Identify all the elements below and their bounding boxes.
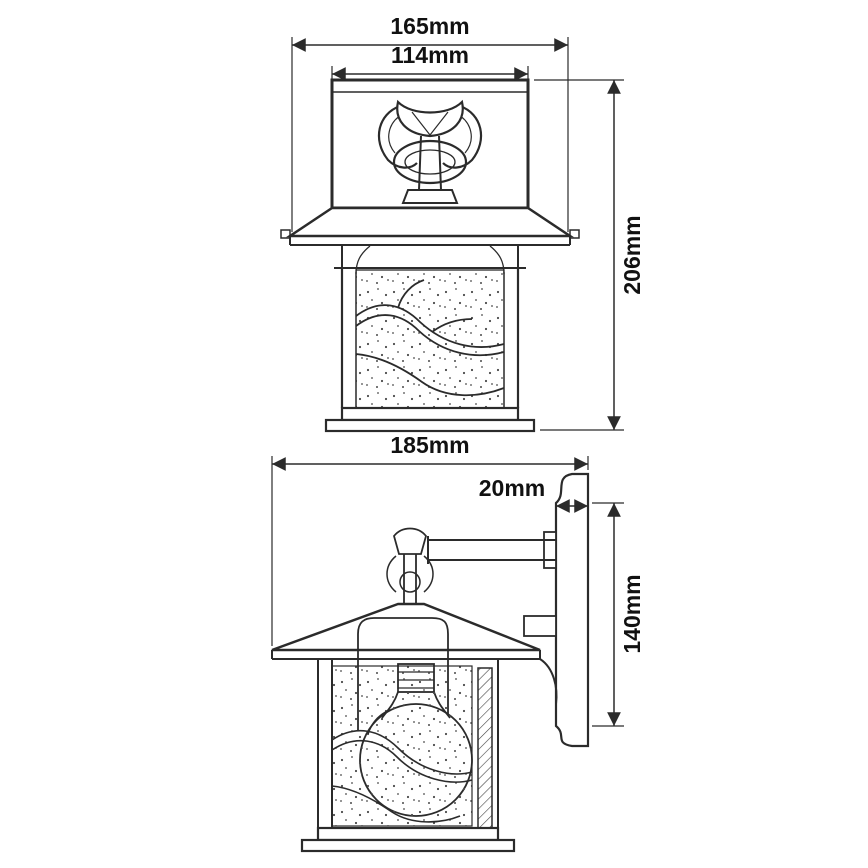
finial-stem xyxy=(418,135,442,191)
side-seeded-glass xyxy=(331,665,473,827)
dim-114-label: 114mm xyxy=(391,42,469,68)
front-roof-fascia xyxy=(289,236,571,246)
finial-leaves xyxy=(378,104,482,169)
finial-cup xyxy=(396,99,464,138)
dim-140-label: 140mm xyxy=(619,574,645,653)
side-socket-housing xyxy=(357,617,449,730)
side-dim-depth: 185mm xyxy=(271,432,589,646)
side-view: 185mm 20mm 140mm xyxy=(271,432,645,853)
side-finial-leaves xyxy=(386,555,434,593)
front-dim-height: 206mm xyxy=(534,79,645,431)
dim-206-extension-lines xyxy=(534,79,624,431)
front-roof xyxy=(285,206,575,238)
front-cap-box xyxy=(330,78,530,210)
front-finial-ornament xyxy=(378,99,482,204)
side-view-fixture xyxy=(271,472,590,853)
front-base-plinth xyxy=(324,418,536,433)
side-roof-to-plate-curve xyxy=(539,658,558,705)
side-backplate xyxy=(554,472,590,748)
side-branch-motif xyxy=(331,709,473,823)
front-body-outer-frame xyxy=(340,268,520,408)
dim-185-label: 185mm xyxy=(390,432,469,458)
finial-ring-outer xyxy=(392,139,468,185)
front-upper-band xyxy=(334,245,526,269)
side-base-plinth xyxy=(300,838,516,853)
side-finial-cup xyxy=(393,527,427,555)
side-backplate-boss xyxy=(523,615,557,637)
front-base-band xyxy=(340,406,520,422)
front-roof-clip-right xyxy=(569,229,580,239)
dim-185-extension-lines xyxy=(271,456,589,646)
finial-ring-inner xyxy=(404,149,456,175)
dim-165-extension-lines xyxy=(291,37,569,232)
side-arm-mount-block xyxy=(543,531,557,569)
side-roof xyxy=(271,602,541,652)
side-base-band xyxy=(316,826,500,842)
dim-114-extension-lines xyxy=(331,66,529,80)
side-finial xyxy=(386,527,434,604)
side-arm xyxy=(427,536,556,564)
finial-cup-facets xyxy=(411,111,449,136)
front-dim-width-overall: 165mm xyxy=(291,13,569,232)
front-dim-width-top: 114mm xyxy=(331,42,529,81)
dim-20-label: 20mm xyxy=(479,475,545,501)
side-finial-stem xyxy=(403,554,417,604)
side-dim-backplate-thickness: 20mm xyxy=(479,475,588,513)
front-view: 165mm 114mm 206mm xyxy=(280,13,645,433)
side-roof-fascia xyxy=(271,603,541,660)
side-section-hatch xyxy=(477,667,493,829)
side-dim-backplate-height: 140mm xyxy=(592,502,645,727)
dim-165-label: 165mm xyxy=(390,13,469,39)
front-branch-motif xyxy=(355,279,505,397)
side-finial-curl xyxy=(399,571,421,593)
dim-206-label: 206mm xyxy=(619,215,645,294)
finial-base xyxy=(401,189,459,204)
front-roof-clip-left xyxy=(280,229,291,239)
front-view-fixture xyxy=(280,78,580,433)
